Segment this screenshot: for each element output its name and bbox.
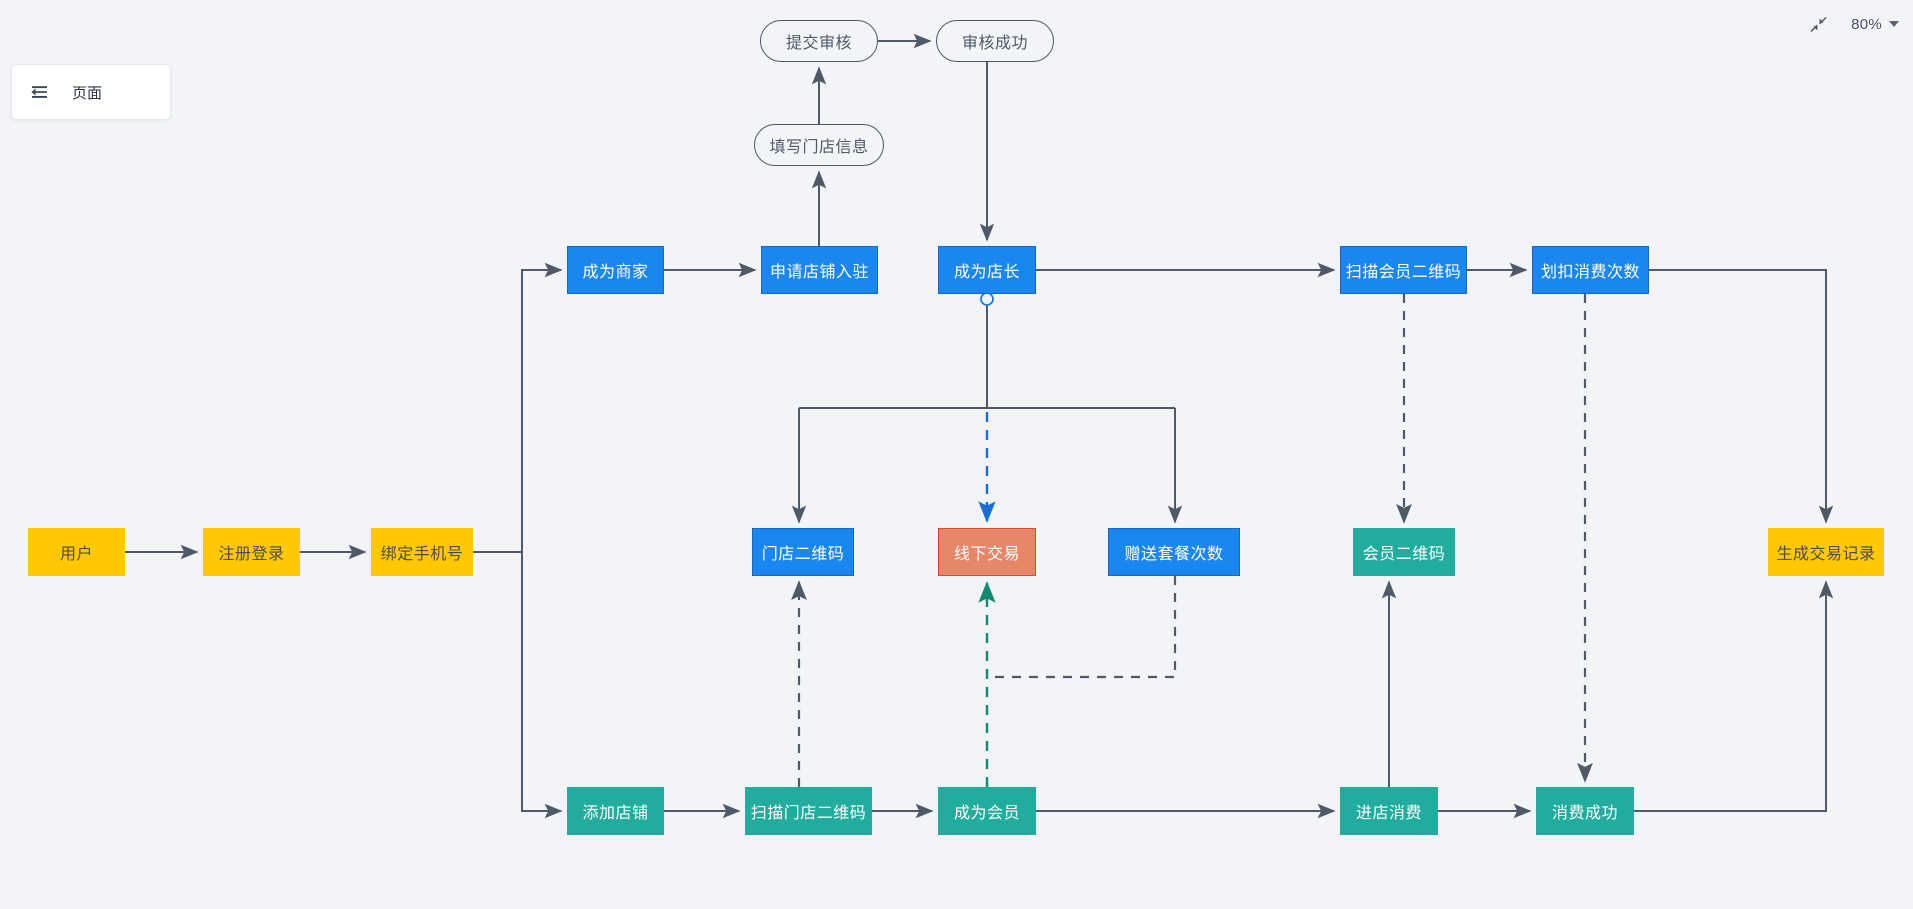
- node-fill-store-info[interactable]: 填写门店信息: [754, 124, 884, 166]
- node-label: 扫描门店二维码: [750, 805, 867, 822]
- node-label: 成为商家: [582, 264, 649, 281]
- node-become-merchant[interactable]: 成为商家: [567, 246, 664, 294]
- node-label: 审核成功: [961, 35, 1028, 52]
- node-label: 生成交易记录: [1776, 546, 1876, 563]
- node-label: 进店消费: [1355, 805, 1422, 822]
- node-scan-member-qr[interactable]: 扫描会员二维码: [1340, 246, 1467, 294]
- node-enter-consume[interactable]: 进店消费: [1340, 787, 1438, 835]
- page-panel-label: 页面: [72, 84, 103, 102]
- node-label: 添加店铺: [582, 805, 649, 822]
- node-label: 填写门店信息: [769, 139, 869, 156]
- align-left-icon[interactable]: [30, 82, 50, 102]
- node-deduct-count[interactable]: 划扣消费次数: [1532, 246, 1649, 294]
- node-member-qr[interactable]: 会员二维码: [1353, 528, 1455, 576]
- node-offline-trade[interactable]: 线下交易: [938, 528, 1036, 576]
- edge-bind-phone-to-become-merchant[interactable]: [521, 262, 563, 552]
- node-label: 划扣消费次数: [1540, 264, 1640, 281]
- zoom-level-value: 80%: [1851, 15, 1882, 33]
- node-review-success[interactable]: 审核成功: [936, 20, 1054, 62]
- node-label: 申请店铺入驻: [769, 264, 869, 281]
- node-label: 消费成功: [1551, 805, 1618, 822]
- node-label: 注册登录: [218, 546, 285, 563]
- node-label: 线下交易: [953, 546, 1020, 563]
- node-label: 成为会员: [953, 805, 1020, 822]
- node-store-qr[interactable]: 门店二维码: [752, 528, 854, 576]
- node-label: 用户: [59, 546, 93, 563]
- node-label: 会员二维码: [1362, 546, 1446, 563]
- edge-consume-success-to-gen-trade-record[interactable]: [1634, 580, 1834, 812]
- port-handle-become-manager[interactable]: [980, 292, 994, 306]
- node-label: 绑定手机号: [380, 546, 464, 563]
- node-add-store[interactable]: 添加店铺: [567, 787, 664, 835]
- node-gen-trade-record[interactable]: 生成交易记录: [1768, 528, 1884, 576]
- chevron-down-icon[interactable]: [1889, 21, 1899, 27]
- node-scan-store-qr[interactable]: 扫描门店二维码: [745, 787, 872, 835]
- edge-deduct-count-to-gen-trade-record[interactable]: [1649, 269, 1834, 524]
- node-submit-review[interactable]: 提交审核: [760, 20, 878, 62]
- node-gift-package[interactable]: 赠送套餐次数: [1108, 528, 1240, 576]
- node-become-member[interactable]: 成为会员: [938, 787, 1036, 835]
- node-label: 赠送套餐次数: [1124, 546, 1224, 563]
- node-label: 成为店长: [953, 264, 1020, 281]
- canvas-toolbar: 80%: [1807, 8, 1899, 40]
- zoom-control[interactable]: 80%: [1851, 16, 1899, 33]
- node-apply-store[interactable]: 申请店铺入驻: [761, 246, 878, 294]
- node-consume-success[interactable]: 消费成功: [1536, 787, 1634, 835]
- edge-gift-package-to-offline-trade[interactable]: [987, 576, 1177, 679]
- page-panel[interactable]: 页面: [11, 64, 171, 120]
- node-label: 提交审核: [785, 35, 852, 52]
- node-register-login[interactable]: 注册登录: [203, 528, 300, 576]
- edge-bind-phone-to-add-store[interactable]: [521, 552, 563, 819]
- node-bind-phone[interactable]: 绑定手机号: [371, 528, 473, 576]
- node-become-manager[interactable]: 成为店长: [938, 246, 1036, 294]
- node-label: 扫描会员二维码: [1345, 264, 1462, 281]
- node-label: 门店二维码: [761, 546, 845, 563]
- fit-to-screen-icon[interactable]: [1807, 13, 1829, 35]
- node-user[interactable]: 用户: [28, 528, 125, 576]
